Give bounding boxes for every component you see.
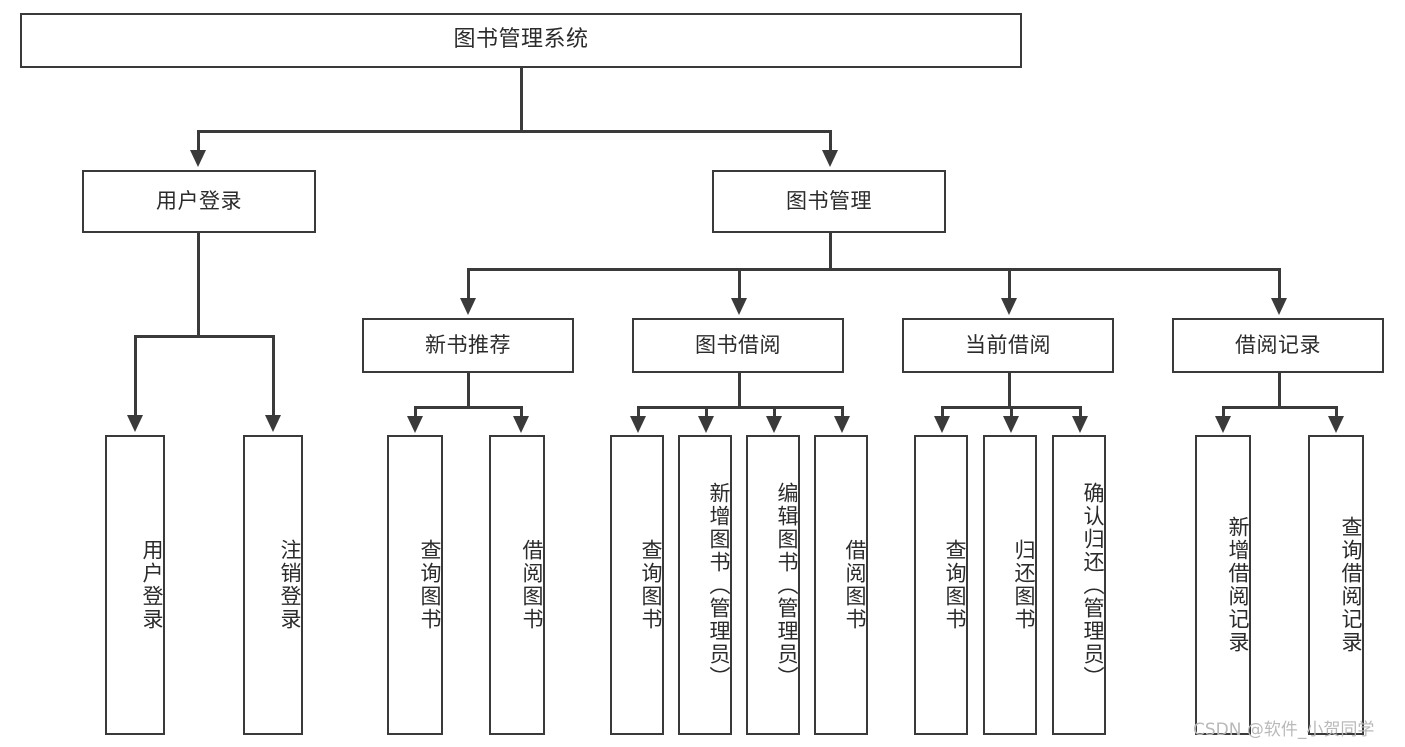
- node-label: 当前借阅: [965, 332, 1051, 357]
- node-leaf-return-book[interactable]: 归还图书: [983, 435, 1037, 735]
- connector-current-borrow-drop-1: [941, 406, 944, 418]
- node-leaf-confirm-return-admin[interactable]: 确认归还（管理员）: [1052, 435, 1106, 735]
- arrowhead-leaf-query-book-2: [630, 416, 646, 433]
- arrowhead-leaf-add-book: [698, 416, 714, 433]
- node-label: 确认归还（管理员）: [1081, 481, 1105, 689]
- node-current-borrow[interactable]: 当前借阅: [902, 318, 1114, 373]
- arrowhead-book-mgmt: [822, 150, 838, 167]
- connector-book-borrow-drop-3: [773, 406, 776, 418]
- connector-book-mgmt-drop-4: [1278, 268, 1281, 300]
- connector-book-mgmt-drop-1: [467, 268, 470, 300]
- node-label: 查询图书: [418, 539, 442, 631]
- arrowhead-leaf-user-login: [127, 415, 143, 432]
- node-label: 新增借阅记录: [1226, 516, 1250, 654]
- connector-book-mgmt-stem: [829, 233, 832, 270]
- node-user-login[interactable]: 用户登录: [82, 170, 316, 233]
- node-leaf-add-book-admin[interactable]: 新增图书（管理员）: [678, 435, 732, 735]
- connector-book-mgmt-drop-3: [1008, 268, 1011, 300]
- arrowhead-leaf-logout: [265, 415, 281, 432]
- node-label: 归还图书: [1012, 539, 1036, 631]
- connector-root-stem: [520, 68, 523, 132]
- watermark-credit: CSDN @软件_小贺同学: [1193, 720, 1375, 740]
- connector-book-borrow-stem: [738, 373, 741, 408]
- node-leaf-edit-book-admin[interactable]: 编辑图书（管理员）: [746, 435, 800, 735]
- node-label: 图书管理: [786, 188, 872, 213]
- connector-current-borrow-drop-3: [1079, 406, 1082, 418]
- connector-user-login-drop-2: [272, 335, 275, 417]
- arrowhead-leaf-edit-book: [766, 416, 782, 433]
- node-label: 编辑图书（管理员）: [775, 481, 799, 689]
- node-leaf-query-borrow-record[interactable]: 查询借阅记录: [1308, 435, 1364, 735]
- connector-borrow-record-drop-2: [1335, 406, 1338, 418]
- node-borrow-record[interactable]: 借阅记录: [1172, 318, 1384, 373]
- arrowhead-user-login: [190, 150, 206, 167]
- arrowhead-leaf-return-book: [1003, 416, 1019, 433]
- node-label: 查询图书: [943, 539, 967, 631]
- node-book-borrow[interactable]: 图书借阅: [632, 318, 844, 373]
- node-label: 新增图书（管理员）: [707, 481, 731, 689]
- arrowhead-leaf-confirm-return: [1072, 416, 1088, 433]
- connector-current-borrow-drop-2: [1010, 406, 1013, 418]
- connector-new-book-drop-2: [520, 406, 523, 418]
- connector-user-login-drop-1: [134, 335, 137, 417]
- connector-new-book-stem: [467, 373, 470, 408]
- node-label: 查询借阅记录: [1339, 516, 1363, 654]
- arrowhead-current-borrow: [1001, 298, 1017, 315]
- connector-root-to-user-login: [197, 130, 200, 152]
- connector-new-book-drop-1: [414, 406, 417, 418]
- arrowhead-leaf-add-record: [1215, 416, 1231, 433]
- node-label: 借阅记录: [1235, 332, 1321, 357]
- node-label: 借阅图书: [843, 539, 867, 631]
- arrowhead-leaf-query-book-1: [407, 416, 423, 433]
- connector-book-borrow-bar: [637, 406, 843, 409]
- node-label: 用户登录: [156, 188, 242, 213]
- arrowhead-leaf-query-book-3: [934, 416, 950, 433]
- node-root-system[interactable]: 图书管理系统: [20, 13, 1022, 68]
- connector-borrow-record-stem: [1278, 373, 1281, 408]
- connector-current-borrow-stem: [1008, 373, 1011, 408]
- arrowhead-leaf-borrow-book-2: [834, 416, 850, 433]
- node-leaf-borrow-book[interactable]: 借阅图书: [814, 435, 868, 735]
- arrowhead-borrow-record: [1271, 298, 1287, 315]
- node-leaf-borrow-book-recommend[interactable]: 借阅图书: [489, 435, 545, 735]
- node-label: 借阅图书: [520, 539, 544, 631]
- node-label: 图书管理系统: [453, 27, 589, 53]
- connector-borrow-record-drop-1: [1222, 406, 1225, 418]
- node-book-management[interactable]: 图书管理: [712, 170, 946, 233]
- node-label: 查询图书: [639, 539, 663, 631]
- connector-book-mgmt-drop-2: [738, 268, 741, 300]
- node-label: 图书借阅: [695, 332, 781, 357]
- arrowhead-book-borrow: [731, 298, 747, 315]
- connector-book-borrow-drop-1: [637, 406, 640, 418]
- node-leaf-add-borrow-record[interactable]: 新增借阅记录: [1195, 435, 1251, 735]
- arrowhead-leaf-query-record: [1328, 416, 1344, 433]
- arrowhead-leaf-borrow-book-1: [513, 416, 529, 433]
- node-label: 新书推荐: [425, 332, 511, 357]
- node-leaf-query-book-current[interactable]: 查询图书: [914, 435, 968, 735]
- connector-book-mgmt-bar: [467, 268, 1281, 271]
- node-leaf-query-book-borrow[interactable]: 查询图书: [610, 435, 664, 735]
- node-leaf-logout[interactable]: 注销登录: [243, 435, 303, 735]
- connector-new-book-bar: [414, 406, 520, 409]
- node-leaf-user-login[interactable]: 用户登录: [105, 435, 165, 735]
- node-label: 注销登录: [278, 539, 302, 631]
- connector-user-login-stem: [197, 233, 200, 337]
- node-new-book-recommend[interactable]: 新书推荐: [362, 318, 574, 373]
- connector-borrow-record-bar: [1222, 406, 1335, 409]
- connector-user-login-bar: [134, 335, 274, 338]
- node-label: 用户登录: [140, 539, 164, 631]
- arrowhead-new-book: [460, 298, 476, 315]
- connector-root-to-book-mgmt: [829, 130, 832, 152]
- connector-book-borrow-drop-4: [841, 406, 844, 418]
- connector-book-borrow-drop-2: [705, 406, 708, 418]
- node-leaf-query-book-recommend[interactable]: 查询图书: [387, 435, 443, 735]
- connector-root-bar: [197, 130, 831, 133]
